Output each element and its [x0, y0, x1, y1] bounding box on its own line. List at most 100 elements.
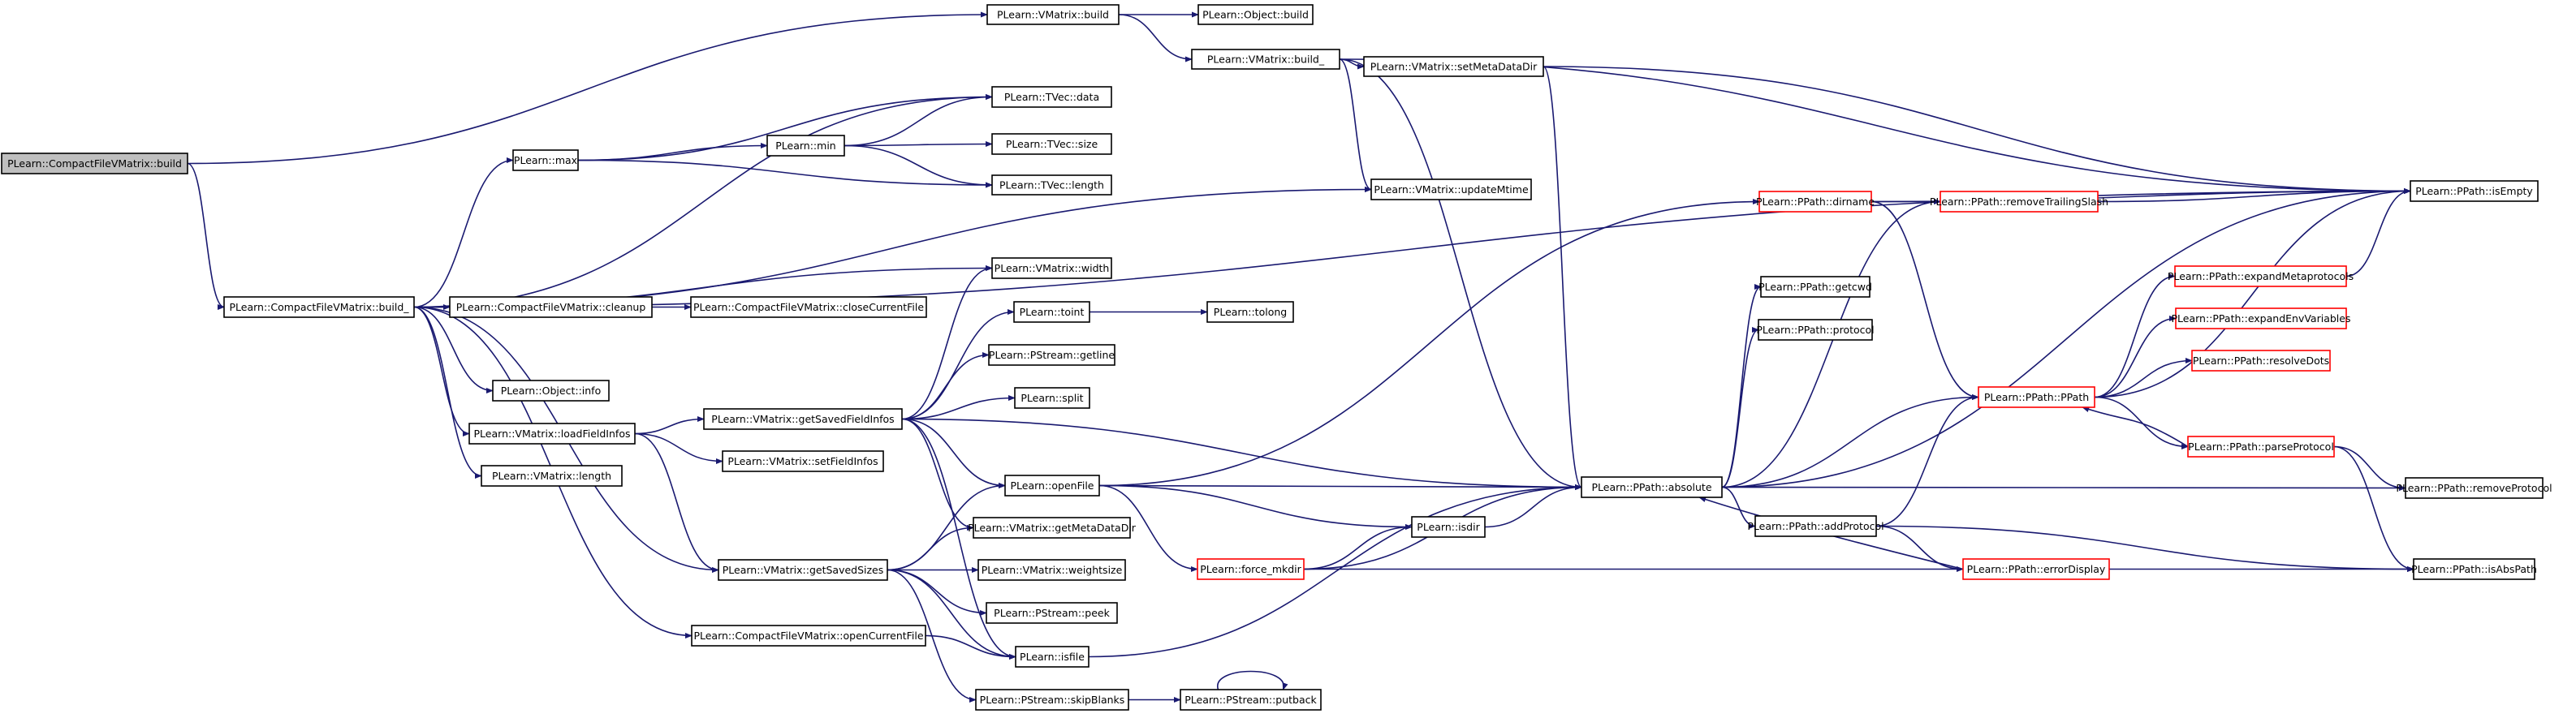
node-box[interactable]: [991, 174, 1112, 196]
node-box[interactable]: [1370, 178, 1532, 200]
node-box[interactable]: [449, 296, 653, 318]
node-isdir[interactable]: PLearn::isdir: [1411, 516, 1486, 538]
node-box[interactable]: [1940, 191, 2099, 213]
node-root[interactable]: PLearn::CompactFileVMatrix::build: [1, 153, 188, 174]
node-box[interactable]: [1206, 301, 1294, 323]
node-parseprot[interactable]: PLearn::PPath::parseProtocol: [2187, 436, 2335, 458]
node-box[interactable]: [991, 133, 1112, 155]
node-peek[interactable]: PLearn::PStream::peek: [986, 602, 1118, 624]
node-tvlength[interactable]: PLearn::TVec::length: [991, 174, 1112, 196]
node-protocol[interactable]: PLearn::PPath::protocol: [1756, 319, 1875, 341]
node-setfi[interactable]: PLearn::VMatrix::setFieldInfos: [722, 450, 884, 472]
node-box[interactable]: [1191, 49, 1340, 70]
node-box[interactable]: [991, 86, 1112, 108]
node-box[interactable]: [1013, 301, 1090, 323]
node-setmeta[interactable]: PLearn::VMatrix::setMetaDataDir: [1363, 56, 1544, 77]
node-getcwd[interactable]: PLearn::PPath::getcwd: [1758, 276, 1872, 298]
node-box[interactable]: [988, 344, 1115, 366]
node-openfile[interactable]: PLearn::openFile: [1004, 475, 1100, 497]
node-rmslash[interactable]: PLearn::PPath::removeTrailingSlash: [1930, 191, 2108, 213]
node-box[interactable]: [1197, 4, 1314, 25]
node-box[interactable]: [468, 423, 636, 445]
node-tolong[interactable]: PLearn::tolong: [1206, 301, 1294, 323]
node-box[interactable]: [481, 465, 623, 487]
node-box[interactable]: [1, 153, 188, 174]
node-box[interactable]: [1004, 475, 1100, 497]
node-max[interactable]: PLearn::max: [512, 149, 579, 171]
node-box[interactable]: [973, 517, 1131, 539]
node-box[interactable]: [1197, 558, 1305, 580]
node-box[interactable]: [223, 296, 415, 318]
node-box[interactable]: [703, 408, 903, 430]
node-expmeta[interactable]: PLearn::PPath::expandMetaprotocols: [2168, 265, 2354, 287]
node-closecur[interactable]: PLearn::CompactFileVMatrix::closeCurrent…: [690, 296, 927, 318]
node-vmbuild[interactable]: PLearn::VMatrix::build: [986, 4, 1120, 25]
node-box[interactable]: [722, 450, 884, 472]
node-absolute[interactable]: PLearn::PPath::absolute: [1581, 476, 1723, 498]
node-addprot[interactable]: PLearn::PPath::addProtocol: [1747, 515, 1884, 537]
node-min[interactable]: PLearn::min: [766, 135, 845, 157]
node-errdisp[interactable]: PLearn::PPath::errorDisplay: [1962, 558, 2110, 580]
node-getline[interactable]: PLearn::PStream::getline: [988, 344, 1115, 366]
node-skipblanks[interactable]: PLearn::PStream::skipBlanks: [975, 689, 1129, 711]
node-resdots[interactable]: PLearn::PPath::resolveDots: [2191, 350, 2331, 372]
node-ppath[interactable]: PLearn::PPath::PPath: [1978, 386, 2095, 408]
node-box[interactable]: [1754, 515, 1877, 537]
node-box[interactable]: [1760, 276, 1871, 298]
node-box[interactable]: [1962, 558, 2110, 580]
node-getmdd[interactable]: PLearn::VMatrix::getMetaDataDir: [968, 517, 1137, 539]
node-updmt[interactable]: PLearn::VMatrix::updateMtime: [1370, 178, 1532, 200]
node-box[interactable]: [1180, 689, 1322, 711]
node-box[interactable]: [991, 257, 1112, 279]
node-box[interactable]: [1978, 386, 2095, 408]
node-box[interactable]: [1363, 56, 1544, 77]
node-box[interactable]: [986, 602, 1118, 624]
node-box[interactable]: [512, 149, 579, 171]
node-box[interactable]: [1758, 191, 1872, 213]
node-putback[interactable]: PLearn::PStream::putback: [1180, 689, 1322, 711]
node-rmprot[interactable]: PLearn::PPath::removeProtocol: [2396, 477, 2552, 499]
node-isfile[interactable]: PLearn::isfile: [1015, 646, 1090, 668]
node-box[interactable]: [1015, 646, 1090, 668]
node-vmwidth[interactable]: PLearn::VMatrix::width: [991, 257, 1112, 279]
node-box[interactable]: [2187, 436, 2335, 458]
node-box[interactable]: [2191, 350, 2331, 372]
node-forcemkdir[interactable]: PLearn::force_mkdir: [1197, 558, 1305, 580]
node-objbuild[interactable]: PLearn::Object::build: [1197, 4, 1314, 25]
node-cleanup[interactable]: PLearn::CompactFileVMatrix::cleanup: [449, 296, 653, 318]
node-box[interactable]: [1758, 319, 1873, 341]
node-box[interactable]: [2175, 307, 2347, 329]
node-box[interactable]: [492, 380, 610, 402]
node-box[interactable]: [1014, 387, 1090, 409]
node-isabs[interactable]: PLearn::PPath::isAbsPath: [2411, 558, 2537, 580]
node-box[interactable]: [766, 135, 845, 157]
node-box[interactable]: [977, 559, 1126, 581]
node-getsfi[interactable]: PLearn::VMatrix::getSavedFieldInfos: [703, 408, 903, 430]
node-box[interactable]: [718, 559, 888, 581]
node-box[interactable]: [1581, 476, 1723, 498]
node-vmbuild_[interactable]: PLearn::VMatrix::build_: [1191, 49, 1340, 70]
node-box[interactable]: [690, 296, 927, 318]
node-tvsize[interactable]: PLearn::TVec::size: [991, 133, 1112, 155]
node-loadfi[interactable]: PLearn::VMatrix::loadFieldInfos: [468, 423, 636, 445]
node-cfbuild_[interactable]: PLearn::CompactFileVMatrix::build_: [223, 296, 415, 318]
node-expenv[interactable]: PLearn::PPath::expandEnvVariables: [2172, 307, 2351, 329]
node-box[interactable]: [975, 689, 1129, 711]
node-box[interactable]: [2174, 265, 2347, 287]
node-box[interactable]: [1411, 516, 1486, 538]
node-split[interactable]: PLearn::split: [1014, 387, 1090, 409]
node-weightsize[interactable]: PLearn::VMatrix::weightsize: [977, 559, 1126, 581]
node-toint[interactable]: PLearn::toint: [1013, 301, 1090, 323]
node-getss[interactable]: PLearn::VMatrix::getSavedSizes: [718, 559, 888, 581]
node-opencur[interactable]: PLearn::CompactFileVMatrix::openCurrentF…: [691, 625, 926, 647]
node-box[interactable]: [986, 4, 1120, 25]
node-objinfo[interactable]: PLearn::Object::info: [492, 380, 610, 402]
node-vmlength[interactable]: PLearn::VMatrix::length: [481, 465, 623, 487]
node-box[interactable]: [2413, 558, 2535, 580]
node-dirname[interactable]: PLearn::PPath::dirname: [1756, 191, 1875, 213]
node-isempty[interactable]: PLearn::PPath::isEmpty: [2410, 180, 2539, 202]
node-tvdata[interactable]: PLearn::TVec::data: [991, 86, 1112, 108]
node-box[interactable]: [691, 625, 926, 647]
node-box[interactable]: [2405, 477, 2544, 499]
node-box[interactable]: [2410, 180, 2539, 202]
